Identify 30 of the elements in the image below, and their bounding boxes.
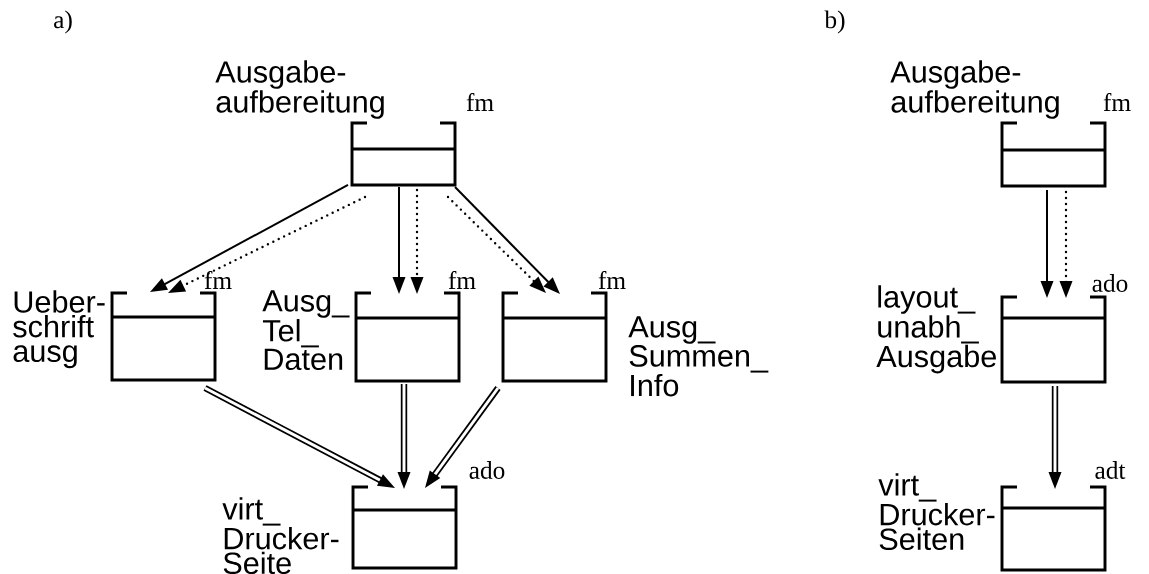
box-label: Ueber- schrift ausg [13,290,105,369]
type-label: fm [1103,93,1131,111]
box-label: Ausg_ Tel_ Daten [262,290,350,371]
type-label: fm [598,271,626,289]
arrow [397,384,411,489]
arrow [425,386,501,488]
arrow [203,385,395,488]
arrow [168,195,367,293]
type-label: ado [1092,274,1128,292]
type-label: fm [466,93,494,111]
arrow [1059,190,1073,298]
box-label: virt_ Drucker- Seiten [878,473,995,551]
arrow [454,186,560,294]
panel-label: a) [54,10,72,34]
box-label: Ausgabe- aufbereitung [890,60,1059,119]
type-label: fm [448,271,476,289]
arrow [1048,386,1062,489]
arrow [410,188,424,294]
type-label: adt [1095,461,1126,479]
arrow [1040,189,1054,298]
panel-label: b) [824,10,845,34]
type-label: fm [204,271,232,289]
arrow [446,195,546,293]
box-label: layout_ unabh_ Ausgabe [876,285,996,374]
type-label: ado [469,461,505,479]
box-label: virt_ Drucker- Seite [222,497,339,574]
arrow [150,184,349,292]
box-label: Ausg_ Summen_ Info [628,316,769,397]
arrow [392,186,406,294]
box-label: Ausgabe- aufbereitung [215,60,384,119]
